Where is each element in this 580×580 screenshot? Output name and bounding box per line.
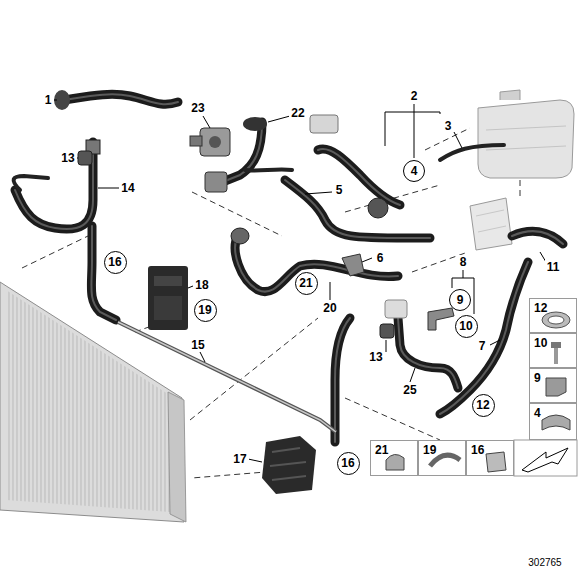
part-number: 17 (231, 452, 248, 466)
control-module (148, 266, 188, 330)
leader-lines (54, 100, 546, 462)
part-number: 13 (367, 350, 384, 364)
part-number: 25 (401, 383, 418, 397)
hoses (15, 94, 563, 442)
callout-number: 12 (534, 301, 547, 315)
legend-cell: 21 (370, 440, 418, 476)
legend-cell: 9 (529, 368, 577, 403)
hose-bracket (342, 254, 364, 276)
callout-circle: 19 (194, 299, 217, 322)
callout-number: 21 (299, 276, 312, 290)
callout-circle: 12 (472, 394, 495, 417)
part-number: 14 (119, 181, 136, 195)
part-number: 20 (321, 301, 338, 315)
callout-circle: 21 (295, 272, 318, 295)
callout-number: 10 (534, 336, 547, 350)
legend-cell: 4 (529, 403, 577, 440)
callout-number: 4 (411, 164, 418, 178)
part-number: 13 (59, 151, 76, 165)
callout-circle: 9 (449, 289, 471, 311)
callout-number: 12 (476, 398, 489, 412)
part-number: 7 (477, 339, 488, 353)
bracket (262, 436, 316, 494)
callout-number: 10 (459, 319, 472, 333)
coolant-pipe (118, 322, 336, 432)
callout-number: 4 (534, 406, 541, 420)
callout-number: 16 (341, 456, 354, 470)
callout-number: 16 (108, 255, 121, 269)
callout-circle: 10 (455, 315, 478, 338)
part-number: 5 (334, 183, 345, 197)
part-number: 11 (545, 260, 562, 274)
part-number: 22 (289, 106, 306, 120)
legend-cell: 16 (466, 440, 514, 476)
callout-circle: 4 (403, 160, 425, 182)
callout-circle: 16 (337, 452, 360, 475)
callout-number: 21 (375, 443, 388, 457)
coolant-reservoir (470, 198, 512, 250)
valve-and-fittings (54, 90, 407, 318)
legend-cell: 10 (529, 333, 577, 368)
callout-number: 9 (534, 371, 541, 385)
callout-number: 9 (457, 293, 464, 307)
part-number: 18 (193, 278, 210, 292)
legend-cell: 12 (529, 298, 577, 333)
part-number: 15 (189, 338, 206, 352)
legend-icons (386, 312, 577, 476)
part-number: 6 (375, 251, 386, 265)
expansion-tank (478, 90, 574, 178)
part-number: 23 (189, 101, 206, 115)
part-number: 1 (43, 93, 54, 107)
drawing-number: 302765 (526, 556, 563, 570)
part-number: 3 (443, 119, 454, 133)
radiator (0, 282, 186, 522)
mount-bracket (428, 308, 454, 330)
callout-number: 19 (423, 443, 436, 457)
callout-number: 19 (198, 303, 211, 317)
callout-circle: 16 (104, 251, 127, 274)
grommets (78, 151, 394, 338)
legend-cell: 19 (418, 440, 466, 476)
part-number: 2 (409, 89, 420, 103)
part-number: 8 (458, 255, 469, 269)
callout-number: 16 (471, 443, 484, 457)
